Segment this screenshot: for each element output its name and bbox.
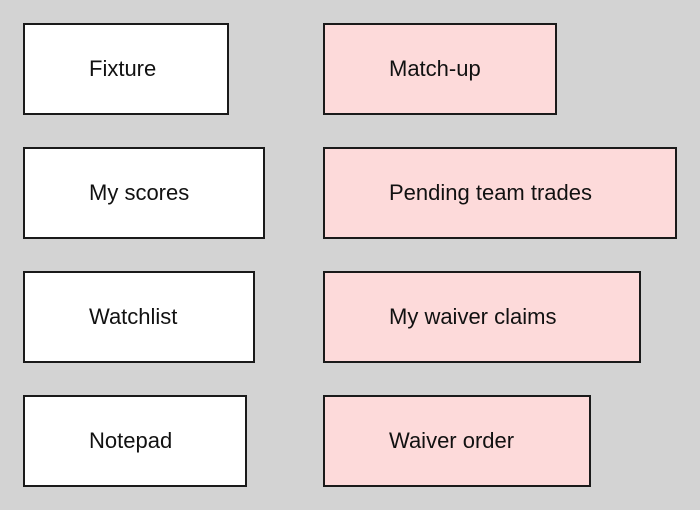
match-up-button[interactable]: Match-up xyxy=(323,23,557,115)
fixture-button[interactable]: Fixture xyxy=(23,23,229,115)
my-waiver-claims-button[interactable]: My waiver claims xyxy=(323,271,641,363)
match-up-label: Match-up xyxy=(389,56,481,81)
waiver-order-label: Waiver order xyxy=(389,428,515,453)
pending-team-trades-button[interactable]: Pending team trades xyxy=(323,147,677,239)
waiver-order-button[interactable]: Waiver order xyxy=(323,395,591,487)
my-waiver-claims-label: My waiver claims xyxy=(389,304,557,329)
pending-team-trades-label: Pending team trades xyxy=(389,180,593,205)
my-scores-label: My scores xyxy=(89,180,190,205)
notepad-button[interactable]: Notepad xyxy=(23,395,247,487)
my-scores-button[interactable]: My scores xyxy=(23,147,265,239)
watchlist-button[interactable]: Watchlist xyxy=(23,271,255,363)
watchlist-label: Watchlist xyxy=(89,304,178,329)
fixture-label: Fixture xyxy=(89,56,157,81)
notepad-label: Notepad xyxy=(89,428,173,453)
